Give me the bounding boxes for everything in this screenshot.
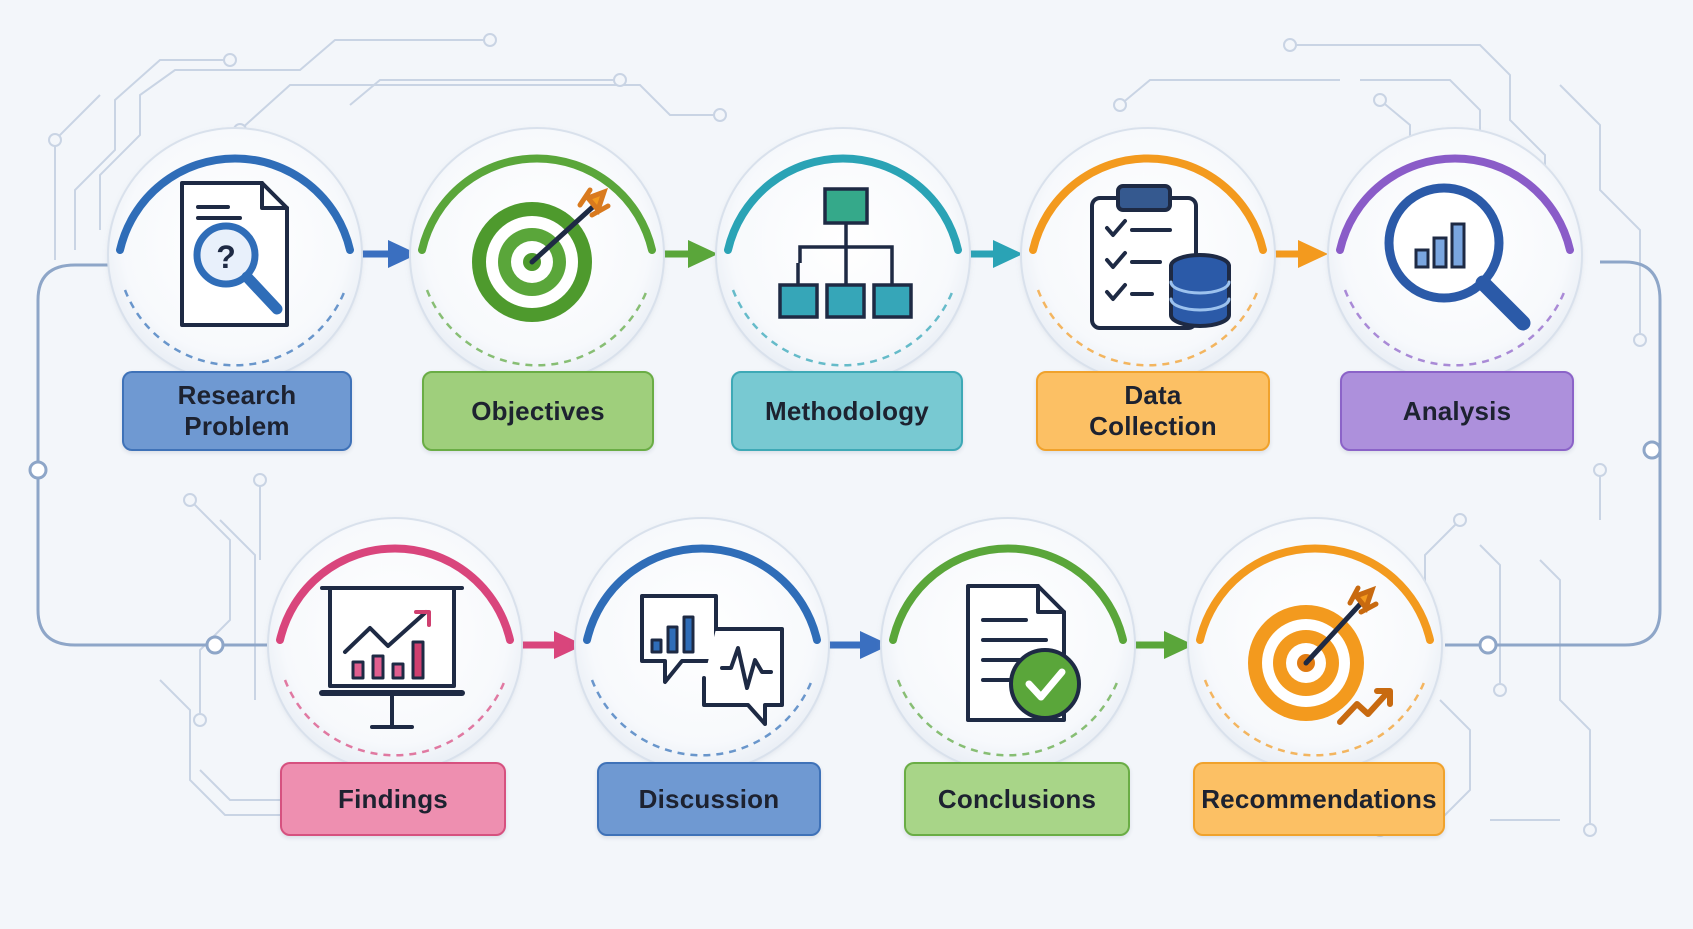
magnifier-bar-chart-icon [1384,183,1531,331]
document-checkmark-icon [966,584,1081,722]
stage-label-discussion: Discussion [597,762,821,836]
stage-label-methodology: Methodology [731,371,963,451]
hierarchy-chart-icon [778,187,913,319]
clipboard-database-icon [1090,184,1231,330]
stage-label-conclusions: Conclusions [904,762,1130,836]
arrow-2-head [688,240,718,268]
stage-label-research-problem: Research Problem [122,371,352,451]
arrow-7-head [1164,631,1194,659]
arrow-4-head [1298,240,1328,268]
presentation-chart-icon [319,586,465,729]
arrow-3-head [993,240,1023,268]
arrow-5-head [554,631,584,659]
loop-connector [36,260,1662,647]
stage-label-analysis: Analysis [1340,371,1574,451]
arrow-6-head [860,631,890,659]
document-question-magnifier-icon: ? [180,181,289,327]
stage-label-findings: Findings [280,762,506,836]
stage-circle-methodology [715,127,971,383]
target-arrow-icon [472,187,611,322]
stage-label-recommendations: Recommendations [1193,762,1445,836]
target-trend-arrow-icon [1248,585,1393,725]
stage-label-data-collection: Data Collection [1036,371,1270,451]
chat-bubbles-chart-icon [640,594,784,726]
arrow-1-head [388,240,418,268]
stage-label-objectives: Objectives [422,371,654,451]
loop-connector-nodes [28,440,1662,655]
svg-text:?: ? [216,239,236,275]
